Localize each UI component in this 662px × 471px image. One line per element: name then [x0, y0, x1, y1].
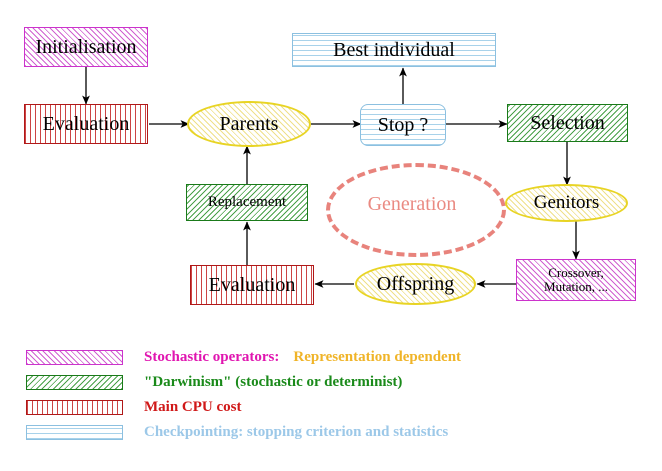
- legend: Stochastic operators: Representation dep…: [26, 345, 636, 445]
- node-parents[interactable]: Parents: [187, 101, 311, 147]
- node-replacement-label: Replacement: [207, 193, 287, 210]
- legend-row: Checkpointing: stopping criterion and st…: [26, 420, 636, 445]
- node-initialisation[interactable]: Initialisation: [24, 27, 148, 67]
- legend-label-stochastic-operators: Stochastic operators:: [144, 349, 280, 365]
- node-selection-label: Selection: [530, 111, 605, 134]
- node-genitors[interactable]: Genitors: [505, 184, 628, 222]
- node-selection[interactable]: Selection: [507, 104, 628, 142]
- generation-label: Generation: [367, 193, 457, 215]
- node-genitors-label: Genitors: [533, 192, 600, 214]
- generation-loop-ellipse: [326, 163, 506, 257]
- node-parents-label: Parents: [219, 112, 279, 135]
- node-crossover-mutation[interactable]: Crossover, Mutation, ...: [516, 259, 636, 301]
- node-evaluation-bottom-label: Evaluation: [208, 273, 296, 296]
- node-best-individual[interactable]: Best individual: [292, 33, 496, 67]
- node-offspring-label: Offspring: [376, 272, 455, 295]
- legend-swatch-stochastic-operators: [26, 350, 123, 365]
- node-offspring[interactable]: Offspring: [355, 263, 476, 305]
- node-crossover-mutation-label: Crossover, Mutation, ...: [544, 265, 608, 294]
- legend-swatch-main-cpu-cost: [26, 400, 123, 415]
- legend-row: Stochastic operators: Representation dep…: [26, 345, 636, 370]
- legend-row: Main CPU cost: [26, 395, 636, 420]
- legend-row: "Darwinism" (stochastic or determinist): [26, 370, 636, 395]
- legend-swatch-checkpointing: [26, 425, 123, 440]
- legend-label-main-cpu-cost: Main CPU cost: [144, 399, 242, 415]
- node-initialisation-label: Initialisation: [35, 35, 137, 58]
- node-evaluation-bottom[interactable]: Evaluation: [190, 265, 314, 305]
- legend-swatch-darwinism: [26, 375, 123, 390]
- node-stop-label: Stop ?: [377, 113, 429, 136]
- legend-label-representation-dependent: Representation dependent: [293, 349, 462, 365]
- legend-label-checkpointing: Checkpointing: stopping criterion and st…: [144, 424, 449, 440]
- legend-label-darwinism: "Darwinism" (stochastic or determinist): [144, 374, 403, 390]
- node-best-individual-label: Best individual: [333, 38, 455, 61]
- node-replacement[interactable]: Replacement: [186, 184, 308, 221]
- node-evaluation-top[interactable]: Evaluation: [24, 104, 148, 144]
- node-evaluation-top-label: Evaluation: [42, 112, 130, 135]
- node-stop[interactable]: Stop ?: [360, 104, 446, 146]
